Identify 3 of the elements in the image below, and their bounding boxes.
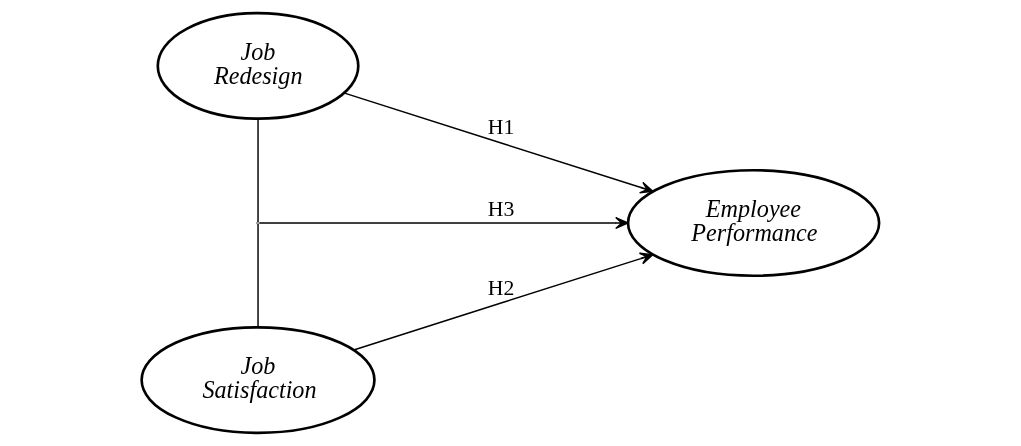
edge-label: H1 <box>487 115 515 140</box>
edge-label: H3 <box>487 197 515 222</box>
edge-label: H2 <box>487 275 515 300</box>
